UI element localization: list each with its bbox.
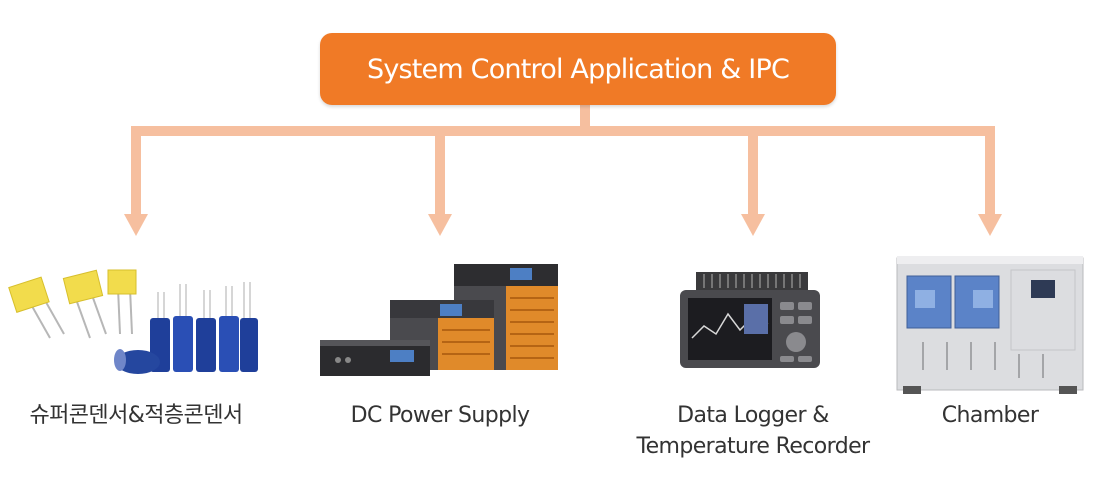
root-node: System Control Application & IPC — [320, 33, 836, 105]
arrowhead-2 — [428, 214, 452, 236]
dc-power-supply-image — [320, 264, 558, 376]
power-supply-stack — [320, 264, 558, 376]
target-label-data-logger: Data Logger & Temperature Recorder — [618, 400, 888, 462]
arrowhead-1 — [124, 214, 148, 236]
target-label-chamber: Chamber — [941, 403, 1039, 428]
environmental-chamber — [896, 256, 1084, 394]
super-capacitors — [114, 282, 258, 374]
target-label-dc-power-supply: DC Power Supply — [350, 403, 530, 428]
target-label-data-logger-line2: Temperature Recorder — [636, 434, 871, 459]
chamber-image — [896, 256, 1084, 394]
data-logger-device — [680, 272, 820, 368]
arrowhead-3 — [741, 214, 765, 236]
arrowhead-4 — [978, 214, 1002, 236]
capacitors-image — [8, 269, 258, 374]
data-logger-image — [680, 272, 820, 368]
root-node-label: System Control Application & IPC — [366, 53, 790, 85]
film-capacitors — [8, 269, 137, 339]
target-label-capacitors: 슈퍼콘덴서&적층콘덴서 — [29, 403, 244, 428]
target-label-data-logger-line1: Data Logger & — [677, 403, 829, 428]
